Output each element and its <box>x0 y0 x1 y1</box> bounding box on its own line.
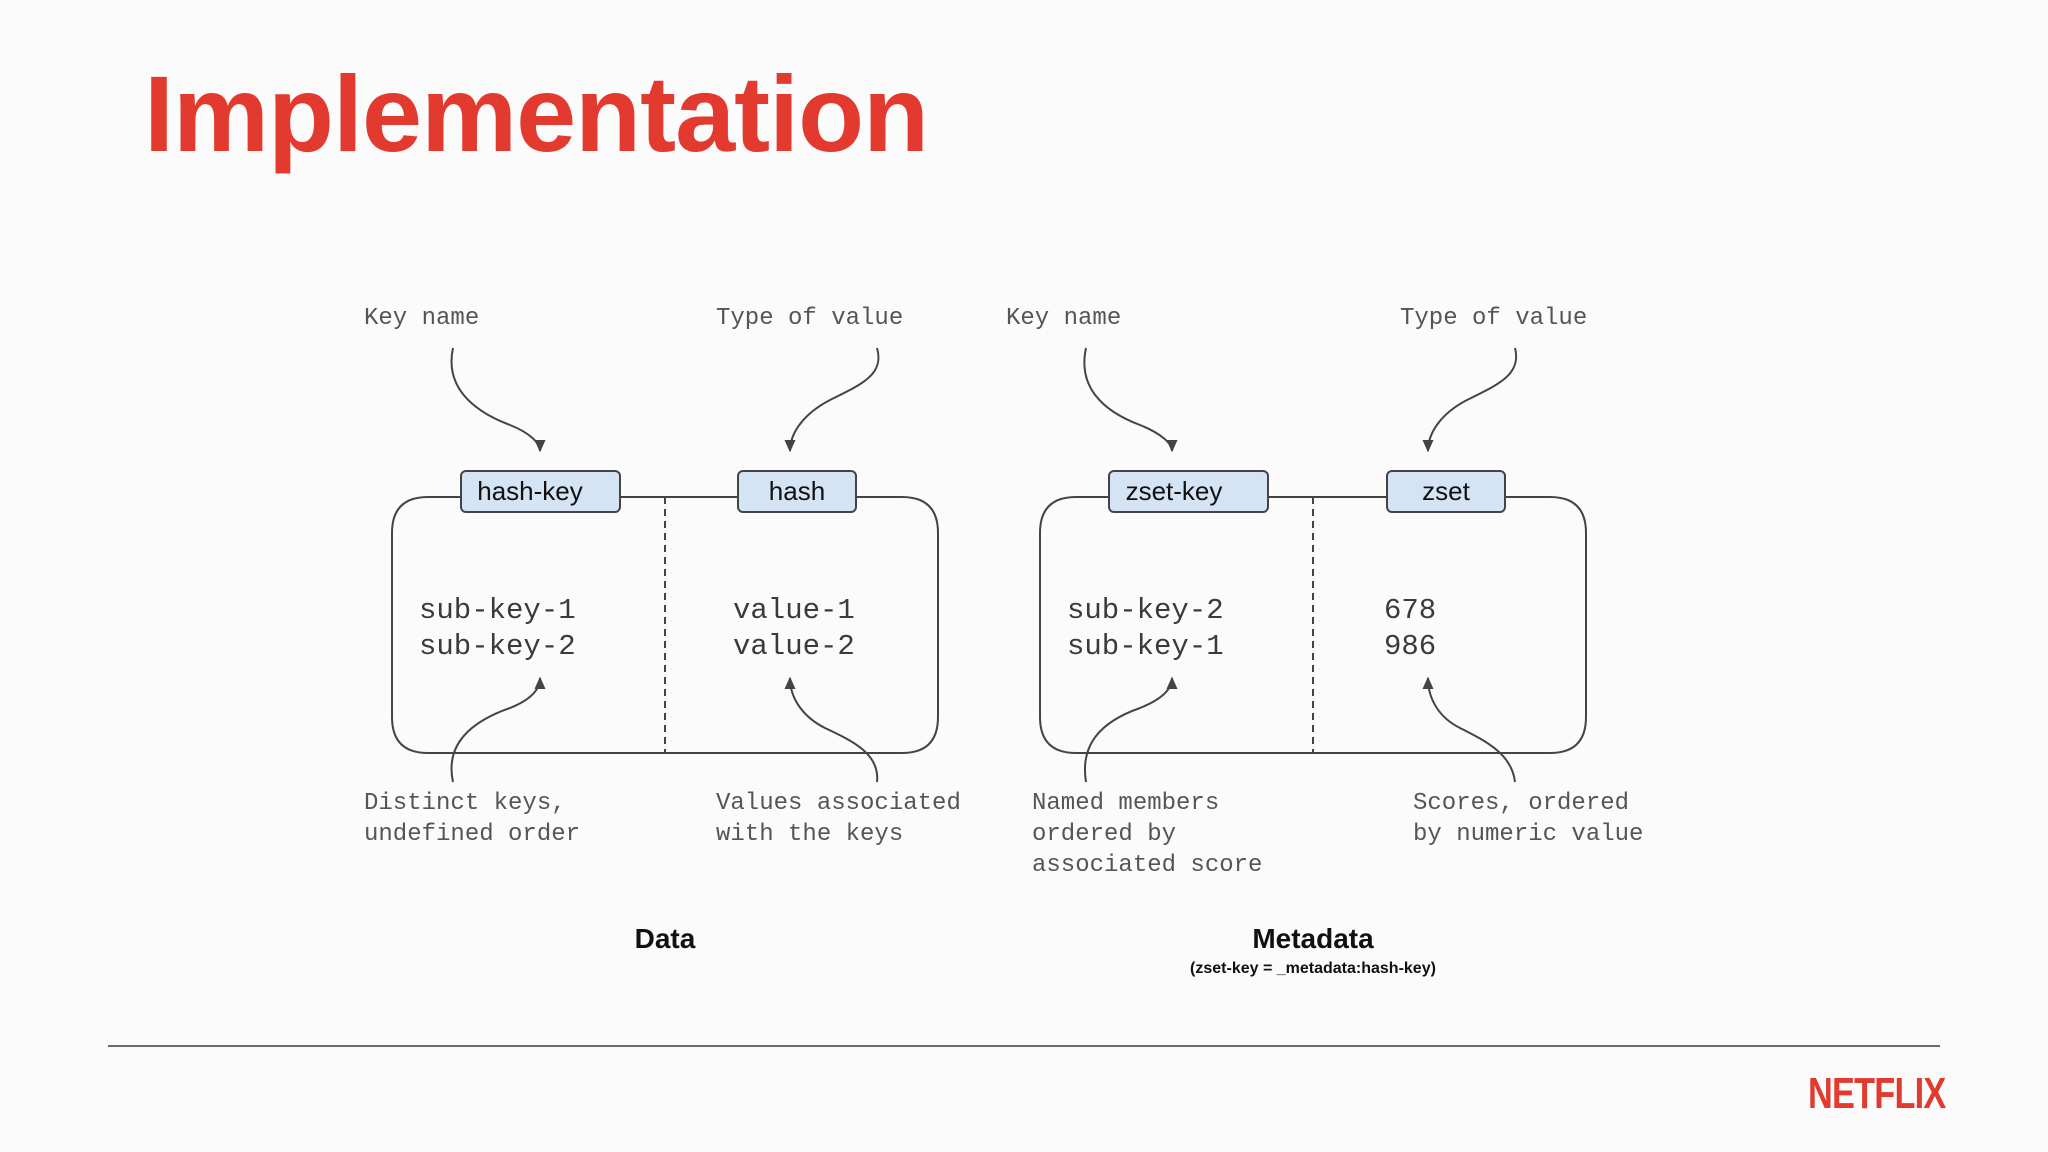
metadata-right-annotation-line-1: Scores, ordered <box>1413 790 1629 817</box>
data-right-annotation-line-1: Values associated <box>716 790 961 817</box>
metadata-left-annotation-line-1: Named members <box>1032 790 1219 817</box>
data-left-annotation-line-2: undefined order <box>364 821 580 848</box>
metadata-type-arrow <box>1422 347 1518 453</box>
metadata-type-annotation: Type of value <box>1400 305 1587 332</box>
data-key-annotation: Key name <box>364 305 479 332</box>
slide-title: Implementation <box>144 53 929 174</box>
data-type-arrow <box>784 347 880 453</box>
data-left-line-2: sub-key-2 <box>419 630 576 663</box>
metadata-caption: Metadata <box>1252 923 1374 954</box>
hash-label-box: hash <box>737 470 857 513</box>
data-panel: hash-key hash Key name Type of value sub… <box>364 305 961 954</box>
data-caption: Data <box>635 923 696 954</box>
hash-label: hash <box>769 476 825 506</box>
data-right-annotation-line-2: with the keys <box>716 821 903 848</box>
hash-key-label-box: hash-key <box>460 470 621 513</box>
footer-divider <box>108 1045 1940 1047</box>
metadata-left-annotation-arrow <box>1084 676 1178 783</box>
zset-key-label: zset-key <box>1126 476 1223 506</box>
data-right-annotation-arrow <box>784 676 879 783</box>
metadata-key-arrow <box>1083 347 1178 453</box>
data-left-line-1: sub-key-1 <box>419 594 576 627</box>
data-right-line-2: value-2 <box>733 630 855 663</box>
metadata-right-annotation-arrow <box>1422 676 1516 783</box>
metadata-subcaption: (zset-key = _metadata:hash-key) <box>1190 960 1436 977</box>
metadata-right-line-1: 678 <box>1384 594 1436 627</box>
data-key-arrow <box>450 347 546 453</box>
zset-key-label-box: zset-key <box>1108 470 1269 513</box>
metadata-left-annotation-line-2: ordered by <box>1032 821 1176 848</box>
metadata-panel: zset-key zset Key name Type of value sub… <box>1006 305 1643 977</box>
zset-label: zset <box>1422 476 1470 506</box>
metadata-left-line-1: sub-key-2 <box>1067 594 1224 627</box>
netflix-logo: NETFLIX <box>1808 1069 1946 1118</box>
metadata-left-annotation-line-3: associated score <box>1032 852 1262 879</box>
data-left-annotation-arrow <box>450 676 546 783</box>
metadata-left-line-2: sub-key-1 <box>1067 630 1224 663</box>
metadata-right-line-2: 986 <box>1384 630 1436 663</box>
data-type-annotation: Type of value <box>716 305 903 332</box>
metadata-key-annotation: Key name <box>1006 305 1121 332</box>
zset-label-box: zset <box>1386 470 1506 513</box>
data-right-line-1: value-1 <box>733 594 855 627</box>
hash-key-label: hash-key <box>477 476 583 506</box>
metadata-right-annotation-line-2: by numeric value <box>1413 821 1643 848</box>
data-left-annotation-line-1: Distinct keys, <box>364 790 566 817</box>
